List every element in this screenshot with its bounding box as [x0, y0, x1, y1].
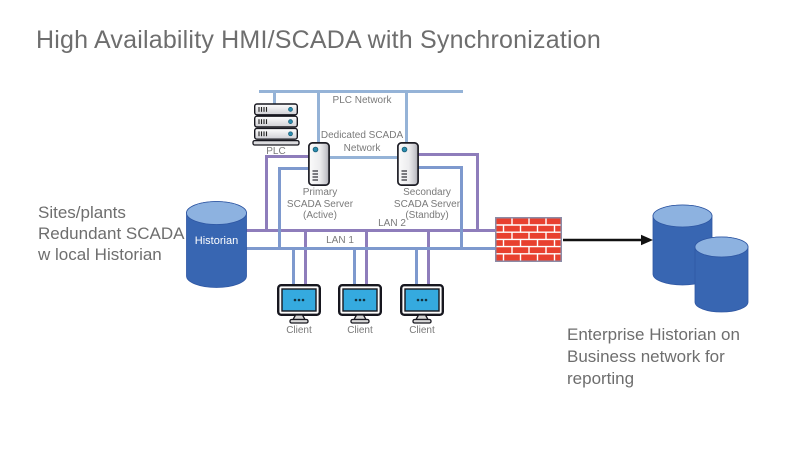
- lan2-right-horizontal: [418, 153, 479, 156]
- historian-label: Historian: [194, 235, 239, 247]
- plc-label: PLC: [266, 146, 286, 157]
- secondary-scada-server-icon: [397, 142, 419, 186]
- firewall-icon: [495, 217, 562, 262]
- lan1-right-vertical: [460, 166, 463, 250]
- left-note-line2: Redundant SCADA: [38, 224, 185, 243]
- dedicated-scada-network-label: Dedicated SCADA Network: [320, 130, 404, 154]
- right-note: Enterprise Historian on Business network…: [567, 324, 740, 390]
- historian-cylinder-icon: [186, 201, 247, 288]
- left-note: Sites/plants Redundant SCADA w local His…: [38, 202, 184, 265]
- client-label: Client: [409, 325, 435, 336]
- plc-network-line: [259, 90, 463, 93]
- client-label: Client: [286, 325, 312, 336]
- arrow-icon: [563, 234, 653, 246]
- client1-lan2-drop: [304, 229, 307, 287]
- client-label: Client: [347, 325, 373, 336]
- client3-lan1-drop: [415, 247, 418, 287]
- primary-server-label: Primary SCADA Server (Active): [270, 187, 370, 222]
- lan1-label: LAN 1: [326, 235, 354, 246]
- plc-network-label: PLC Network: [332, 95, 392, 106]
- client2-lan2-drop: [365, 229, 368, 287]
- client2-lan1-drop: [353, 247, 356, 287]
- primary-server-label-line1: Primary: [302, 187, 338, 198]
- primary-server-label-line3: (Active): [303, 210, 337, 221]
- right-note-line2: Business network for: [567, 347, 725, 366]
- plc-icon: [252, 103, 300, 146]
- right-note-line1: Enterprise Historian on: [567, 325, 740, 344]
- lan1-left-horizontal: [278, 167, 310, 170]
- primary-server-label-line2: SCADA Server: [286, 198, 354, 210]
- lan1-right-horizontal: [418, 166, 463, 169]
- dedicated-scada-line: [329, 156, 398, 159]
- left-note-line3: w local Historian: [38, 245, 162, 264]
- lan2-left-horizontal: [265, 155, 309, 158]
- client3-lan2-drop: [427, 229, 430, 287]
- lan1-bus: [244, 247, 496, 250]
- enterprise-historian-icon: [652, 204, 749, 313]
- lan2-label: LAN 2: [378, 218, 406, 229]
- secondary-server-label-line3: (Standby): [405, 210, 449, 221]
- client-monitor-icon: [277, 284, 321, 324]
- client1-lan1-drop: [292, 247, 295, 287]
- secondary-server-label-line1: Secondary: [403, 187, 451, 198]
- left-note-line1: Sites/plants: [38, 203, 126, 222]
- lan2-right-vertical: [476, 153, 479, 232]
- primary-scada-server-icon: [308, 142, 330, 186]
- right-note-line3: reporting: [567, 369, 635, 388]
- plc-network-drop-secondary: [405, 92, 408, 144]
- lan2-bus: [244, 229, 496, 232]
- secondary-server-label: Secondary SCADA Server (Standby): [377, 187, 477, 222]
- lan2-left-vertical: [265, 155, 268, 232]
- client-monitor-icon: [338, 284, 382, 324]
- plc-network-drop-primary: [317, 92, 320, 144]
- plc-network-drop-plc: [273, 92, 276, 106]
- secondary-server-label-line2: SCADA Server: [393, 198, 461, 210]
- client-monitor-icon: [400, 284, 444, 324]
- lan1-left-vertical: [278, 167, 281, 250]
- slide-title: High Availability HMI/SCADA with Synchro…: [36, 26, 601, 54]
